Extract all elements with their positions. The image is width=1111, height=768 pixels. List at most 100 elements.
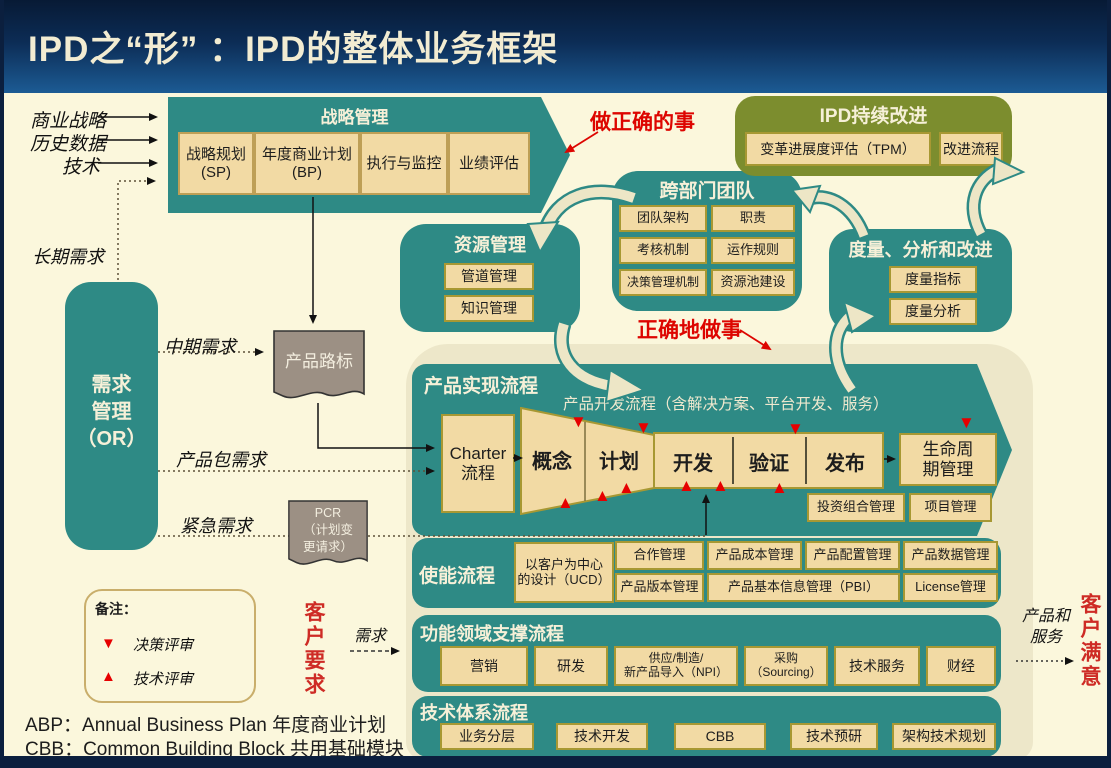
technical-review-marker: ▲ [618,478,635,497]
document-icon [273,330,365,399]
stage-concept: 概念 [532,451,572,473]
label-long-term-demand: 长期需求 [32,247,104,267]
lifecycle-box: 生命周期管理 [899,433,997,486]
customer-demand-label: 需求 [354,628,387,645]
cross-team-cell: 职责 [711,205,795,232]
decision-review-marker: ▼ [787,419,804,438]
resource-cell-knowledge: 知识管理 [444,295,534,322]
improvement-cell-process: 改进流程 [939,132,1003,166]
metrics-cell-analysis: 度量分析 [889,298,977,325]
cross-team-cell: 考核机制 [619,237,707,264]
enabling-cell: 合作管理 [615,541,704,570]
legend-box [84,589,256,703]
strategy-cell-bp: 年度商业计划(BP) [254,132,360,195]
realization-title: 产品实现流程 [424,376,539,397]
enabling-cell: 产品版本管理 [615,573,704,602]
strategy-cell-appraisal: 业绩评估 [448,132,530,195]
technology-cell: CBB [674,723,766,750]
product-service-label: 产品和 服务 [1021,608,1070,646]
stage-divider [732,437,734,484]
enabling-title: 使能流程 [419,566,496,587]
curved-arrow [966,156,1026,238]
annotation-do-right-things: 做正确的事 [590,111,695,134]
technical-review-marker: ▲ [712,476,729,495]
strategy-title: 战略管理 [320,108,389,127]
technology-cell: 业务分层 [440,723,534,750]
technical-review-marker: ▲ [594,486,611,505]
stage-release: 发布 [825,453,865,475]
frame-border [0,0,4,768]
technical-review-icon: ▲ [101,668,116,685]
resource-title: 资源管理 [454,235,526,255]
label-urgent-demand: 紧急需求 [180,516,252,536]
stage-develop: 开发 [673,453,713,475]
functional-cell: 财经 [926,646,996,686]
decision-review-marker: ▼ [958,413,975,432]
functional-cell: 营销 [440,646,528,686]
functional-cell: 研发 [534,646,608,686]
technology-title: 技术体系流程 [420,703,528,723]
enabling-cell: License管理 [903,573,998,602]
cross-team-cell: 团队架构 [619,205,707,232]
strategy-cell-monitor: 执行与监控 [360,132,448,195]
metrics-cell-indicator: 度量指标 [889,266,977,293]
functional-title: 功能领域支撑流程 [420,624,564,644]
resource-cell-pipeline: 管道管理 [444,263,534,290]
input-label-technology: 技术 [62,157,101,178]
decision-review-marker: ▼ [635,418,652,437]
stage-plan: 计划 [599,451,639,473]
stage-bar [653,432,884,489]
input-label-history-data: 历史数据 [30,134,107,155]
enabling-cell: 产品成本管理 [707,541,802,570]
technology-cell: 技术预研 [790,723,878,750]
document-icon [288,500,368,565]
curved-arrow [526,184,637,254]
functional-cell: 采购（Sourcing） [744,646,828,686]
legend-title: 备注： [95,601,137,617]
enabling-cell: 产品基本信息管理（PBI） [707,573,900,602]
label-package-demand: 产品包需求 [176,450,266,470]
cross-team-cell: 资源池建设 [711,269,795,296]
functional-cell: 供应/制造/新产品导入（NPI） [614,646,738,686]
pcr-label: PCR （计划变 更请求） [302,506,353,554]
improvement-cell-tpm: 变革进展度评估（TPM） [745,132,931,166]
enabling-cell: 产品配置管理 [805,541,900,570]
enabling-ucd-box: 以客户为中心的设计（UCD） [514,542,614,603]
frame-border [1107,0,1111,768]
realization-subtitle: 产品开发流程（含解决方案、平台开发、服务） [563,396,889,413]
stage-divider [805,437,807,484]
stage-verify: 验证 [749,453,789,475]
annotation-do-things-right: 正确地做事 [637,319,742,342]
improvement-title: IPD持续改进 [819,106,928,127]
technology-cell: 技术开发 [556,723,648,750]
curved-arrow [553,321,647,404]
frame-border [0,756,1111,768]
metrics-title: 度量、分析和改进 [848,240,993,260]
technical-review-marker: ▲ [771,478,788,497]
slide-header [0,0,1111,93]
footnote-cbb: CBB：Common Building Block 共用基础模块 [25,739,405,760]
curved-arrow [829,300,879,394]
enabling-box [412,538,1001,608]
roadmap-label: 产品路标 [285,352,353,371]
enabling-cell: 产品数据管理 [903,541,998,570]
roadmap-document: 产品路标 [273,330,365,408]
demand-management-label: 需求 管理 （OR） [76,374,147,450]
input-label-business-strategy: 商业战略 [30,111,107,132]
customer-requirement-label: 客户要求 [302,601,325,697]
decision-review-icon: ▼ [101,635,116,652]
project-mgmt-box: 项目管理 [909,493,992,522]
pcr-document: PCR （计划变 更请求） [288,500,368,574]
technical-review-marker: ▲ [678,476,695,495]
label-mid-term-demand: 中期需求 [164,337,236,357]
decision-review-marker: ▼ [570,412,587,431]
functional-cell: 技术服务 [834,646,920,686]
cross-team-cell: 决策管理机制 [619,269,707,296]
strategy-cell-sp: 战略规划(SP) [178,132,254,195]
cross-team-title: 跨部门团队 [659,181,755,202]
cross-team-cell: 运作规则 [711,237,795,264]
demand-management-box [65,282,158,550]
portfolio-box: 投资组合管理 [807,493,905,522]
